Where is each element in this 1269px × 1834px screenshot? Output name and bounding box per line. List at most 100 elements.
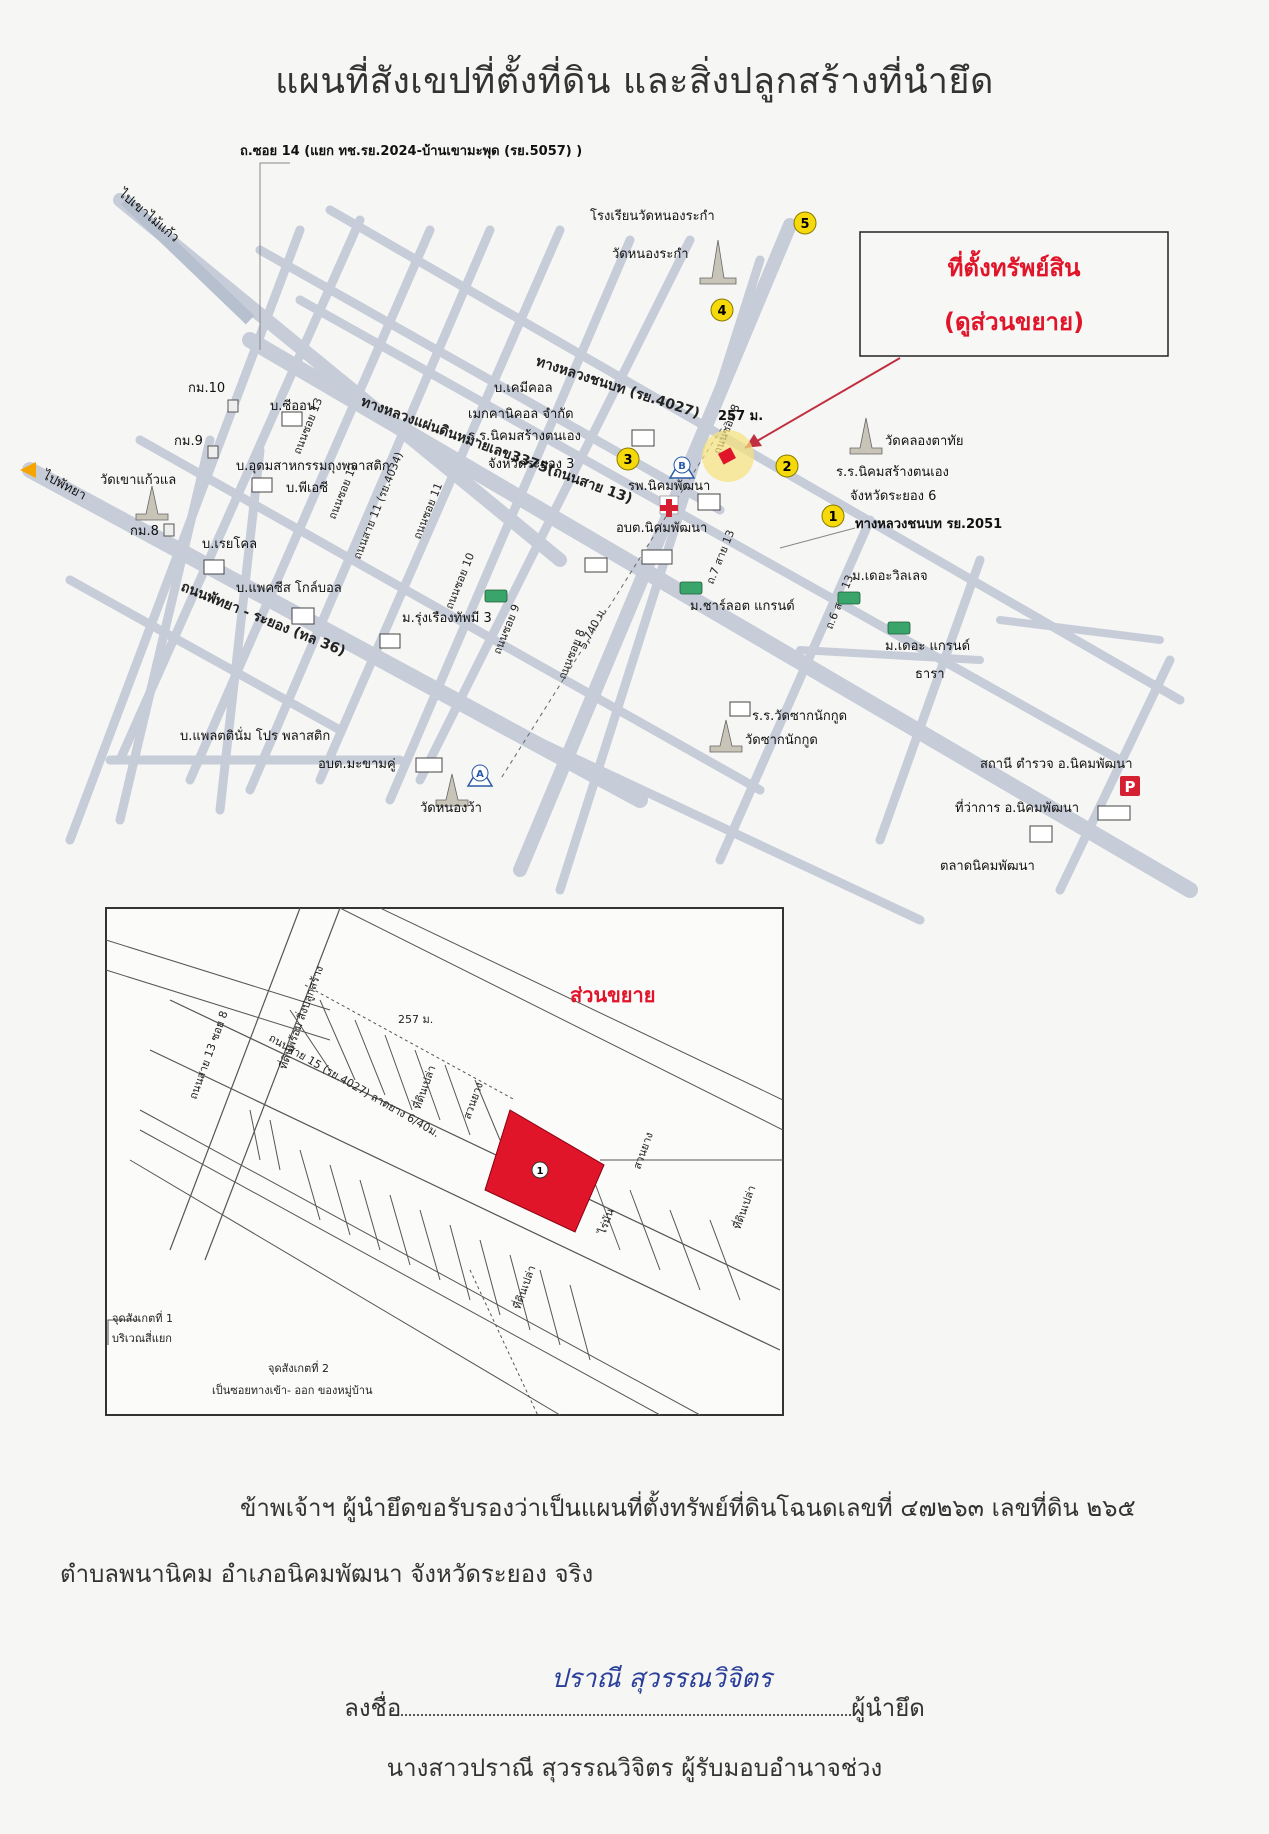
km10-label: กม.10: [188, 381, 225, 396]
m-dewilla-label: ม.เดอะวิลเลจ: [852, 569, 928, 584]
wat-khao-kaew-label: วัดเขาแก้วแล: [100, 473, 176, 488]
handwritten-signature: ปราณี สุวรรณวิจิตร: [551, 1664, 772, 1694]
inset-map: 1 ส่วนขยาย 257 ม. ถนนสาย 15 (รย.4027) ลา…: [105, 907, 784, 1416]
signature-prefix: ลงชื่อ: [344, 1694, 402, 1722]
parcel-marker: [531, 1161, 549, 1179]
parcel-number: 1: [537, 1166, 544, 1177]
wat-khlong-label: วัดคลองตาทัย: [885, 434, 964, 449]
b-pieei-label: บ.พีเอซี: [286, 480, 328, 496]
wat-sak-label: วัดซากนักกูด: [745, 733, 818, 748]
km-post-icon: [207, 445, 219, 459]
top-road-label: ถ.ซอย 14 (แยก ทช.รย.2024-บ้านเขามะพุด (ร…: [240, 143, 582, 159]
b-udomsahakam-label: บ.อุดมสาหกรรมถุงพลาสติก: [236, 459, 390, 474]
rayong-6-label: จังหวัดระยอง 6: [850, 489, 936, 504]
km8-label: กม.8: [130, 524, 159, 539]
km9-label: กม.9: [174, 434, 203, 449]
market-label: ตลาดนิคมพัฒนา: [940, 859, 1035, 874]
police-label: สถานี ตำรวจ อ.นิคมพัฒนา: [980, 756, 1133, 772]
m-rungruang-label: ม.รุ่งเรืองทัพมี 3: [402, 610, 492, 626]
building-icon: [291, 607, 315, 625]
certification-line1: ข้าพเจ้าฯ ผู้นำยึดขอรับรองว่าเป็นแผนที่ต…: [240, 1494, 1136, 1522]
m-grand-label-2: ธารา: [915, 667, 945, 682]
m-charlotte-label: ม.ชาร์ลอต แกรนด์: [690, 598, 795, 614]
signature-line: ปราณี สุวรรณวิจิตร: [401, 1664, 852, 1716]
building-icon: [1097, 805, 1131, 821]
marker-2: 2: [775, 454, 799, 478]
note1-leader: [107, 1319, 140, 1345]
b-chiyon-label: บ.ซีออน: [270, 398, 316, 414]
road-to-khao-mai-kaew: [120, 195, 255, 325]
nikhom-school-6-label: ร.ร.นิคมสร้างตนเอง: [836, 465, 949, 480]
km-post-icon: [163, 523, 175, 537]
building-icon: [1029, 825, 1053, 843]
note2-title: จุดสังเกตที่ 2: [268, 1360, 329, 1375]
location-callout: ที่ตั้งทรัพย์สิน (ดูส่วนขยาย): [859, 231, 1169, 357]
distance-257-label: 257 ม.: [718, 409, 763, 424]
marker-1: 1: [821, 504, 845, 528]
to-khao-mai-kaew-label: ไปเขาไม้แก้ว: [115, 185, 183, 246]
building-icon: [641, 549, 673, 565]
building-icon: [729, 701, 751, 717]
building-icon: [631, 429, 655, 447]
certification-line2: ตำบลพนานิคม อำเภอนิคมพัฒนา จังหวัดระยอง …: [60, 1560, 594, 1588]
building-icon: [203, 559, 225, 575]
location-box-line1: ที่ตั้งทรัพย์สิน: [948, 249, 1081, 282]
m-grand-label: ม.เดอะ แกรนด์: [885, 638, 970, 654]
building-icon: [697, 493, 721, 511]
chemical-label: บ.เคมีคอล: [494, 380, 553, 396]
leader-line: [259, 162, 290, 350]
hospital-icon: [659, 495, 679, 517]
temple-icon: [709, 719, 743, 753]
temple-icon: [435, 773, 469, 807]
note1-desc: บริเวณสี่แยก: [112, 1330, 172, 1345]
building-icon: [251, 477, 273, 493]
marker-3: 3: [616, 447, 640, 471]
village-icon: [837, 591, 861, 605]
distance-5740-label: 5,740 ม.: [576, 605, 609, 651]
rayong-3-label: จังหวัดระยอง 3: [488, 457, 574, 472]
to-pattaya-arrow-icon: [20, 462, 36, 478]
b-reyol-label: บ.เรยโคล: [202, 536, 257, 552]
svg-text:1: 1: [828, 510, 837, 525]
signature-suffix: ผู้นำยึด: [851, 1694, 925, 1722]
wat-nong-rakam-label: วัดหนองระกำ: [612, 247, 689, 262]
police-icon: P: [1120, 776, 1140, 796]
b-packsys-label: บ.แพคซีส โกล์บอล: [236, 580, 342, 596]
building-icon: [281, 411, 303, 427]
note1-title: จุดสังเกตที่ 1: [112, 1310, 173, 1325]
road-2051-leader: [779, 527, 856, 549]
callout-arrow: [744, 357, 901, 449]
svg-text:P: P: [1125, 778, 1136, 796]
point-a: A: [466, 764, 494, 787]
property-marker: [718, 447, 736, 465]
village-icon: [887, 621, 911, 635]
temple-icon: [849, 417, 883, 455]
svg-text:5: 5: [800, 217, 809, 232]
signature-row: ลงชื่อ ปราณี สุวรรณวิจิตรผู้นำยึด: [0, 1664, 1269, 1727]
inset-title: ส่วนขยาย: [570, 983, 655, 1007]
marker-4: 4: [710, 298, 734, 322]
wat-nong-wa-label: วัดหนองว้า: [420, 801, 482, 816]
signer-name: นางสาวปราณี สุวรรณวิจิตร ผู้รับมอบอำนาจช…: [386, 1754, 883, 1782]
building-icon: [415, 757, 443, 773]
km-post-icon: [227, 399, 239, 413]
svg-text:3: 3: [623, 453, 632, 468]
obt-makham-label: อบต.มะขามคู่: [318, 757, 396, 772]
district-office-label: ที่ว่าการ อ.นิคมพัฒนา: [955, 799, 1079, 816]
hospital-label: รพ.นิคมพัฒนา: [628, 479, 710, 494]
svg-text:2: 2: [782, 460, 791, 475]
temple-icon: [699, 239, 737, 285]
point-b: B: [668, 456, 696, 479]
note2-desc: เป็นซอยทางเข้า- ออก ของหมู่บ้าน: [212, 1383, 373, 1397]
school-label: โรงเรียนวัดหนองระกำ: [590, 208, 715, 224]
temple-icon: [135, 485, 169, 521]
location-box-line2: (ดูส่วนขยาย): [944, 308, 1084, 337]
rr-wat-sak-label: ร.ร.วัดซากนักกูด: [752, 709, 847, 724]
village-icon: [679, 581, 703, 595]
marker-5: 5: [793, 211, 817, 235]
obt-nikhom-label: อบต.นิคมพัฒนา: [616, 521, 707, 536]
page-title: แผนที่สังเขปที่ตั้งที่ดิน และสิ่งปลูกสร้…: [275, 61, 994, 102]
village-icon: [484, 589, 508, 603]
svg-text:A: A: [476, 769, 484, 780]
